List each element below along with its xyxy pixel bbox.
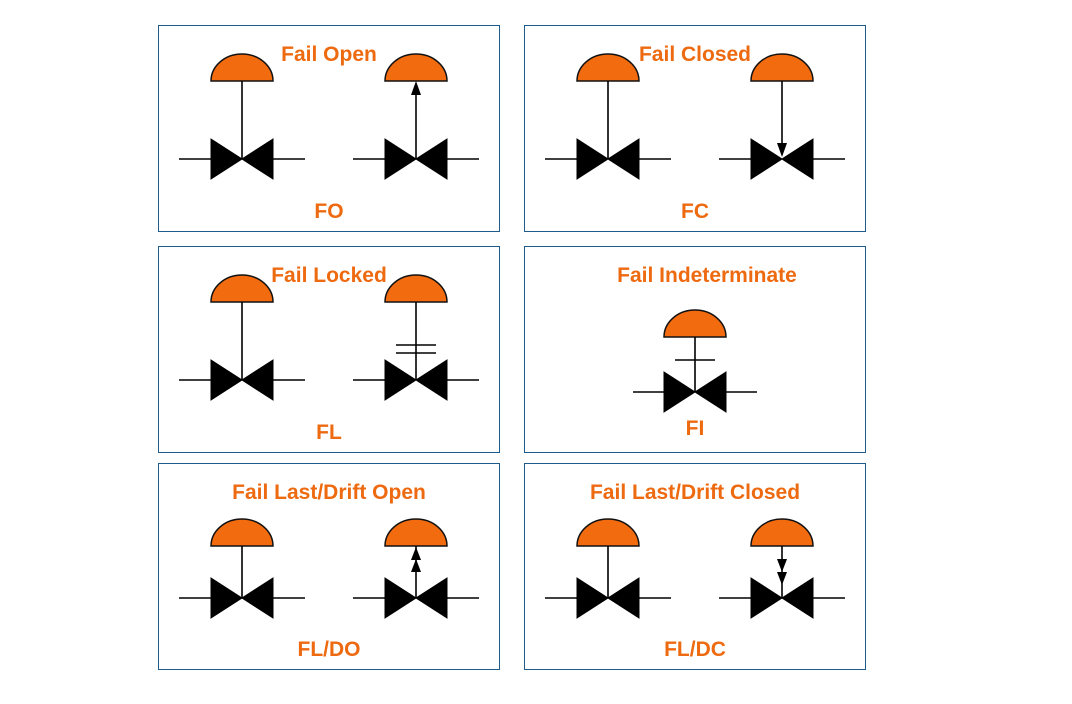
panel-code: FL/DC — [664, 638, 726, 661]
panel-fail-open: Fail Open FO — [158, 25, 500, 232]
valve-pair-fail-locked — [179, 274, 479, 401]
panel-title: Fail Indeterminate — [617, 264, 797, 287]
valve-pair-fail-closed — [545, 53, 845, 180]
control-valve-fail-locked — [353, 274, 479, 401]
control-valve-generic — [545, 53, 671, 180]
control-valve-fail-last-drift-closed — [719, 518, 845, 619]
valve-fail-indeterminate — [633, 309, 757, 413]
control-valve-generic — [545, 518, 671, 619]
panel-fail-indeterminate: Fail Indeterminate FI — [524, 246, 866, 453]
valve-pair-fail-open — [179, 53, 479, 180]
panel-fail-last-drift-open: Fail Last/Drift Open FL/DO — [158, 463, 500, 670]
panel-title: Fail Locked — [271, 264, 387, 287]
panel-code: FI — [685, 417, 705, 440]
control-valve-fail-indeterminate — [633, 309, 757, 413]
panel-fail-last-drift-closed: Fail Last/Drift Closed FL/DC — [524, 463, 866, 670]
panel-title: Fail Open — [281, 43, 377, 66]
panel-code: FO — [314, 200, 344, 223]
control-valve-generic — [179, 518, 305, 619]
control-valve-generic — [179, 53, 305, 180]
panel-title: Fail Last/Drift Open — [232, 481, 426, 504]
panel-fail-locked: Fail Locked FL — [158, 246, 500, 453]
panel-fail-closed: Fail Closed FC — [524, 25, 866, 232]
panel-code: FC — [681, 200, 709, 223]
control-valve-fail-closed — [719, 53, 845, 180]
panel-code: FL/DO — [297, 638, 361, 661]
panel-title: Fail Last/Drift Closed — [589, 481, 801, 504]
control-valve-fail-last-drift-open — [353, 518, 479, 619]
control-valve-generic — [179, 274, 305, 401]
panel-code: FL — [316, 421, 342, 444]
valve-pair-fail-last-drift-open — [179, 518, 479, 619]
valve-pair-fail-last-drift-closed — [545, 518, 845, 619]
panel-title: Fail Closed — [638, 43, 752, 66]
control-valve-fail-open — [353, 53, 479, 180]
